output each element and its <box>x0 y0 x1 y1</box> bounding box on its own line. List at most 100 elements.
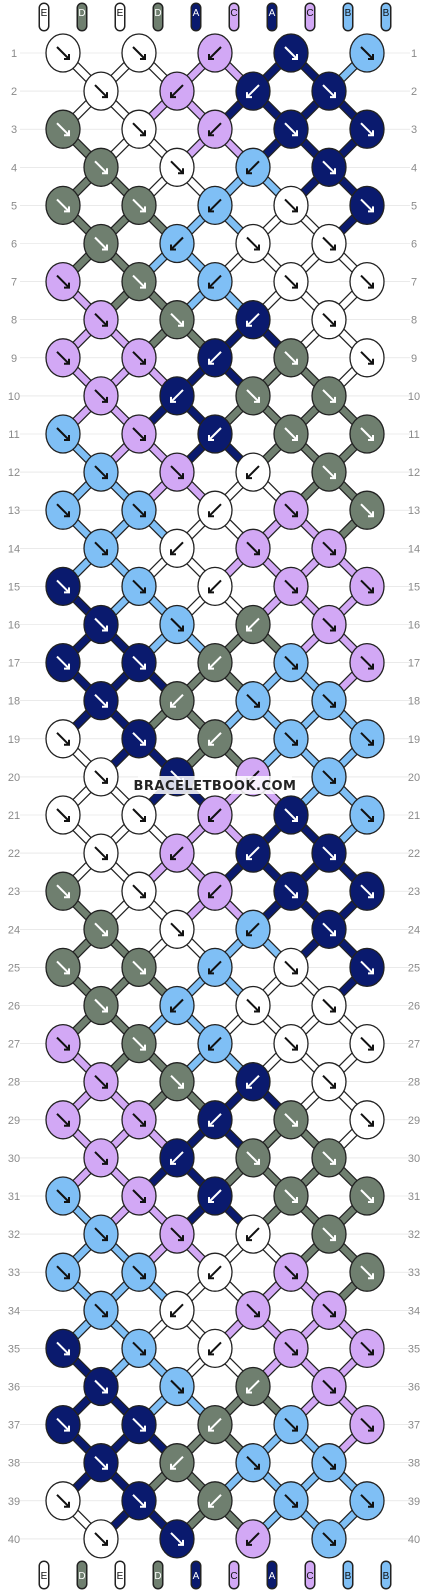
knot-arrow-icon <box>94 1379 108 1394</box>
row-number-right: 9 <box>411 353 417 365</box>
knot-arrow-icon <box>284 1265 298 1279</box>
knot-arrow-icon <box>56 122 70 136</box>
knot-arrowhead-icon <box>254 244 260 251</box>
knot-arrowhead-icon <box>330 854 336 861</box>
knot-arrow-icon <box>56 46 70 60</box>
row-number-right: 5 <box>411 200 417 212</box>
knot-arrow-icon <box>132 351 146 365</box>
knot-arrow-icon <box>246 1379 260 1394</box>
knot-arrowhead-icon <box>330 1158 336 1165</box>
knot-arrow-icon <box>170 1227 184 1241</box>
knot-arrow-icon <box>284 808 298 822</box>
row-number-left: 29 <box>8 1115 20 1127</box>
row-number-left: 1 <box>11 48 17 60</box>
knot-arrowhead-icon <box>292 282 298 289</box>
row-number-right: 36 <box>408 1382 420 1394</box>
knot-arrow-icon <box>360 122 374 136</box>
knot-arrowhead-icon <box>292 206 298 213</box>
knot-arrow-icon <box>56 1113 70 1127</box>
knot-arrow-icon <box>360 655 374 670</box>
knot-arrowhead-icon <box>246 168 252 175</box>
row-number-right: 2 <box>411 86 417 98</box>
knot-arrow-icon <box>94 541 108 556</box>
knot-arrow-icon <box>284 198 298 213</box>
knot-arrowhead-icon <box>208 1501 214 1508</box>
knot-arrow-icon <box>132 274 146 289</box>
top-strand-letter: A <box>193 8 200 19</box>
row-number-left: 38 <box>8 1458 20 1470</box>
knot-arrowhead-icon <box>246 1387 252 1394</box>
knot-arrow-icon <box>208 655 222 670</box>
knot-arrowhead-icon <box>368 130 374 137</box>
knot-arrow-icon <box>284 503 298 517</box>
knot-arrow-icon <box>170 1303 184 1318</box>
knot-arrowhead-icon <box>140 206 146 213</box>
knot-arrowhead-icon <box>64 892 70 899</box>
knot-arrow-icon <box>56 1265 70 1279</box>
knot-arrowhead-icon <box>254 1006 260 1013</box>
row-number-left: 31 <box>8 1191 20 1203</box>
knot-arrowhead-icon <box>208 1197 214 1203</box>
knot-arrowhead-icon <box>246 1235 252 1242</box>
knot-arrow-icon <box>360 808 374 822</box>
knot-arrow-icon <box>170 617 184 632</box>
row-number-right: 39 <box>408 1496 420 1508</box>
knot-arrowhead-icon <box>292 435 298 441</box>
knot-arrow-icon <box>56 1417 70 1432</box>
knot-arrowhead-icon <box>208 1044 214 1051</box>
knot-arrow-icon <box>360 1417 374 1432</box>
row-number-left: 13 <box>8 505 20 517</box>
knot-arrowhead-icon <box>330 396 336 403</box>
row-number-right: 22 <box>408 848 420 860</box>
knot-arrowhead-icon <box>208 968 214 975</box>
knot-arrow-icon <box>322 236 336 251</box>
knot-arrowhead-icon <box>140 511 146 518</box>
knot-arrow-icon <box>322 998 336 1013</box>
knot-arrow-icon <box>132 1113 146 1127</box>
knot-arrowhead-icon <box>102 854 108 861</box>
knot-arrowhead-icon <box>140 663 146 670</box>
knot-arrow-icon <box>322 1151 336 1165</box>
knot-arrowhead-icon <box>368 892 374 899</box>
knot-arrowhead-icon <box>330 1082 336 1089</box>
knot-arrowhead-icon <box>64 1273 70 1280</box>
knot-arrowhead-icon <box>330 1463 336 1470</box>
row-number-left: 36 <box>8 1382 20 1394</box>
knot-arrow-icon <box>246 922 260 937</box>
knot-arrow-icon <box>94 1074 108 1089</box>
knot-arrowhead-icon <box>170 1311 176 1318</box>
top-strand-letter: A <box>269 8 276 19</box>
knot-arrowhead-icon <box>292 892 298 899</box>
row-number-right: 20 <box>408 772 420 784</box>
knot-arrow-icon <box>132 808 146 822</box>
knot-arrow-icon <box>284 732 298 746</box>
knot-arrowhead-icon <box>368 282 374 289</box>
knot-arrowhead-icon <box>246 1082 252 1089</box>
knot-arrow-icon <box>246 617 260 632</box>
knot-arrow-icon <box>208 884 222 898</box>
knot-arrowhead-icon <box>64 587 70 594</box>
bottom-strand-letter: B <box>345 1571 352 1582</box>
knot-arrow-icon <box>322 84 336 98</box>
knot-arrowhead-icon <box>178 1387 184 1394</box>
row-number-left: 7 <box>11 277 17 289</box>
top-strand-letter: E <box>117 8 124 19</box>
knot-arrow-icon <box>170 998 184 1013</box>
knot-arrowhead-icon <box>64 511 70 518</box>
knot-arrowhead-icon <box>64 1120 70 1127</box>
knot-arrowhead-icon <box>102 473 108 480</box>
knot-arrow-icon <box>56 960 70 975</box>
knot-arrow-icon <box>284 655 298 670</box>
knot-arrowhead-icon <box>64 282 70 289</box>
knot-arrow-icon <box>56 274 70 289</box>
knot-arrowhead-icon <box>102 549 108 556</box>
knot-arrow-icon <box>322 1227 336 1241</box>
knot-arrow-icon <box>94 236 108 251</box>
row-number-left: 40 <box>8 1534 20 1546</box>
knot-arrowhead-icon <box>208 206 214 213</box>
knot-arrowhead-icon <box>140 1044 146 1051</box>
knot-arrow-icon <box>246 160 260 175</box>
knot-arrowhead-icon <box>246 473 252 480</box>
